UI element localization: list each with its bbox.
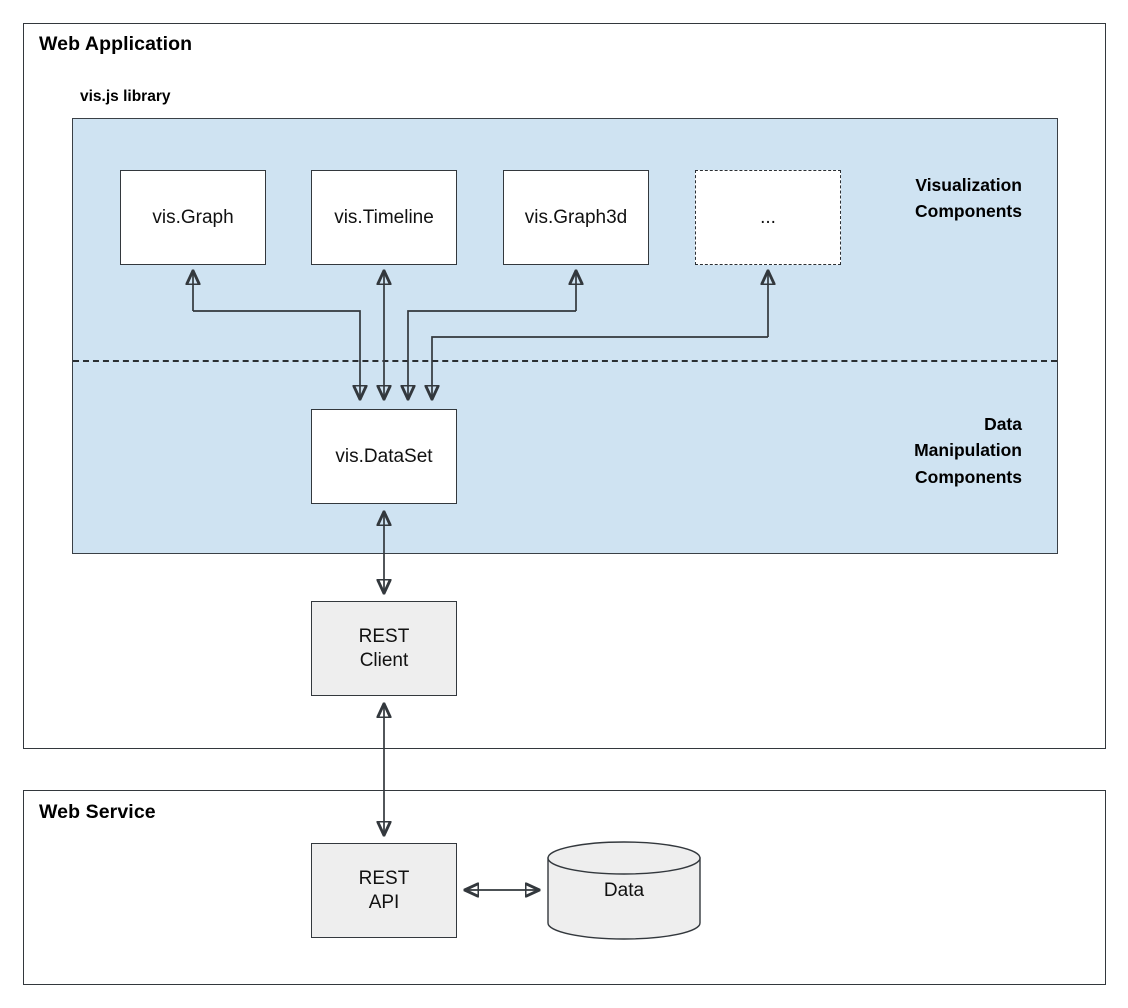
node-vis-dataset[interactable]: vis.DataSet xyxy=(311,409,457,504)
node-vis-timeline[interactable]: vis.Timeline xyxy=(311,170,457,265)
library-panel-title: vis.js library xyxy=(80,88,171,105)
node-vis-graph3d[interactable]: vis.Graph3d xyxy=(503,170,649,265)
group-label-data-manipulation: Data Manipulation Components xyxy=(914,414,1022,487)
node-vis-graph[interactable]: vis.Graph xyxy=(120,170,266,265)
container-web-service-title: Web Service xyxy=(39,801,156,823)
node-rest-client[interactable]: REST Client xyxy=(311,601,457,696)
node-data-store[interactable]: Data xyxy=(546,841,702,940)
layer-divider xyxy=(73,360,1057,362)
node-more-components[interactable]: ... xyxy=(695,170,841,265)
node-data-store-label: Data xyxy=(603,879,645,901)
database-cylinder-icon xyxy=(547,841,701,940)
node-rest-api[interactable]: REST API xyxy=(311,843,457,938)
container-web-application-title: Web Application xyxy=(39,33,193,55)
group-label-visualization: Visualization Components xyxy=(915,175,1022,222)
